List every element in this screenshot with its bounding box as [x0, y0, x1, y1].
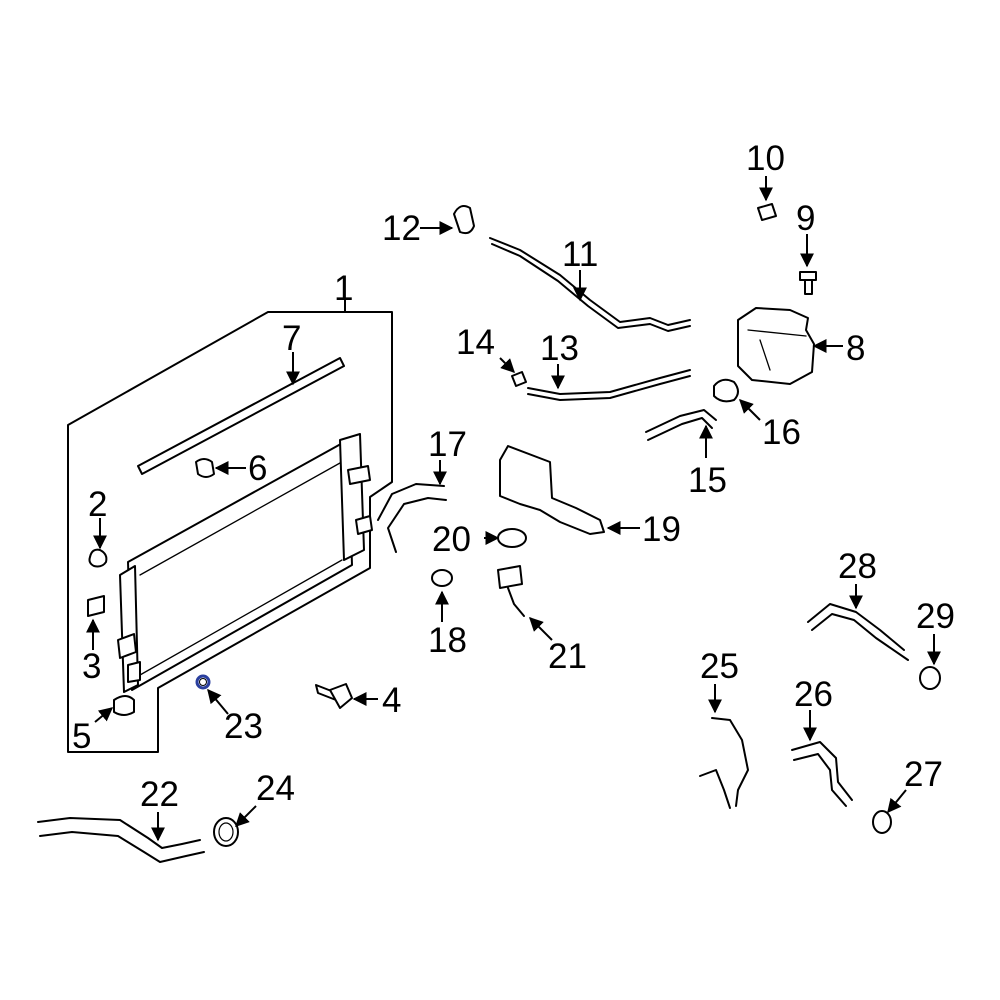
part-12-clip: [453, 205, 475, 235]
radiator-assembly-group: [67, 311, 393, 753]
part-19-bracket: [499, 445, 605, 535]
callout-19: 19: [642, 510, 681, 549]
callout-22: 22: [140, 775, 179, 814]
part-5-cap: [113, 695, 135, 716]
callout-20: 20: [432, 520, 471, 559]
part-27-clamp: [872, 810, 892, 834]
part-29-clamp: [919, 666, 941, 690]
part-28-hose: [807, 603, 909, 661]
callout-7: 7: [282, 319, 301, 358]
part-23-o-ring: [195, 674, 211, 690]
part-22-radiator-hose: [37, 817, 205, 863]
part-4-bolt: [315, 683, 353, 709]
callout-5: 5: [72, 717, 91, 756]
callout-29: 29: [916, 597, 955, 636]
callout-10: 10: [746, 139, 785, 178]
callout-15: 15: [688, 461, 727, 500]
radiator-core: [117, 433, 373, 693]
part-8-coolant-reservoir: [737, 307, 815, 385]
callout-9: 9: [796, 199, 815, 238]
part-14-clip: [511, 371, 527, 387]
part-15-hose: [645, 409, 717, 441]
part-17-hose: [377, 483, 447, 553]
leader-lines: [86, 176, 941, 842]
callout-labels: 1 2 3 4 5 6 7 8 9 10 11 12 13 14 15 16 1…: [72, 139, 955, 814]
part-20-clamp: [497, 528, 527, 548]
part-25-pipe: [699, 717, 749, 809]
callout-6: 6: [248, 449, 267, 488]
callout-17: 17: [428, 425, 467, 464]
callout-13: 13: [540, 329, 579, 368]
callout-27: 27: [904, 755, 943, 794]
radiator-seal-strip: [137, 357, 345, 475]
callout-2: 2: [88, 485, 107, 524]
part-16-cap: [713, 378, 739, 403]
callout-28: 28: [838, 547, 877, 586]
callout-16: 16: [762, 413, 801, 452]
callout-24: 24: [256, 769, 295, 808]
callout-26: 26: [794, 675, 833, 714]
callout-4: 4: [382, 681, 401, 720]
part-9-bolt: [799, 271, 817, 295]
part-21-valve: [497, 565, 525, 617]
part-18-clamp: [431, 569, 453, 587]
callout-3: 3: [82, 647, 101, 686]
part-13-hose: [527, 369, 691, 401]
callout-18: 18: [428, 621, 467, 660]
part-26-hose: [791, 741, 853, 807]
part-2-clip: [88, 548, 108, 568]
callout-12: 12: [382, 209, 421, 248]
callout-8: 8: [846, 329, 865, 368]
callout-11: 11: [562, 235, 598, 274]
part-24-clamp: [213, 817, 239, 847]
callout-14: 14: [456, 323, 495, 362]
part-11-hose: [489, 237, 691, 332]
part-3-bracket: [87, 595, 105, 617]
callout-1: 1: [334, 269, 353, 308]
part-10-cap: [757, 203, 777, 221]
callout-23: 23: [224, 707, 263, 746]
part-6-bushing: [195, 458, 215, 478]
callout-21: 21: [548, 637, 587, 676]
callout-25: 25: [700, 647, 739, 686]
